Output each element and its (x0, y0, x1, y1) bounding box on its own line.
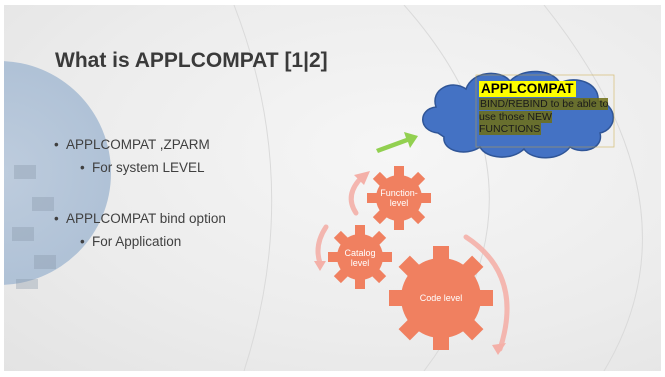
bullet-item: • APPLCOMPAT bind option (54, 211, 226, 226)
callout-title: APPLCOMPAT (479, 81, 576, 97)
bullet-item: • APPLCOMPAT ,ZPARM (54, 137, 210, 152)
code-level-gear (389, 246, 493, 350)
code-level-gear-label: Code level (419, 293, 463, 303)
callout-text: APPLCOMPAT BIND/REBIND to be able to use… (479, 81, 613, 136)
catalog-level-gear-label: Catalog level (344, 248, 376, 268)
bullet-text: APPLCOMPAT bind option (66, 211, 226, 226)
sub-bullet-text: For Application (92, 234, 182, 249)
slide: What is APPLCOMPAT [1|2] • APPLCOMPAT ,ZP… (4, 5, 661, 371)
sub-bullet-text: For system LEVEL (92, 160, 205, 175)
callout-border (475, 74, 615, 148)
callout-body: BIND/REBIND to be able to use those NEW … (479, 98, 609, 135)
bullet-dot: • (54, 211, 59, 226)
bullet-dot: • (80, 234, 85, 249)
slide-background (4, 5, 643, 371)
catalog-level-gear (328, 225, 392, 289)
bullet-dot: • (54, 137, 59, 152)
bullet-text: APPLCOMPAT ,ZPARM (66, 137, 210, 152)
gears-diagram (314, 70, 615, 355)
decorative-circle (4, 61, 111, 285)
sub-bullet-item: • For system LEVEL (80, 160, 205, 175)
decorative-server-icons (12, 165, 56, 289)
cycle-arrowheads (314, 171, 506, 355)
function-level-gear (367, 166, 431, 230)
green-arrow (376, 132, 418, 153)
sub-bullet-item: • For Application (80, 234, 181, 249)
bullet-dot: • (80, 160, 85, 175)
function-level-gear-label: Function- level (380, 188, 418, 208)
slide-title: What is APPLCOMPAT [1|2] (55, 49, 328, 72)
